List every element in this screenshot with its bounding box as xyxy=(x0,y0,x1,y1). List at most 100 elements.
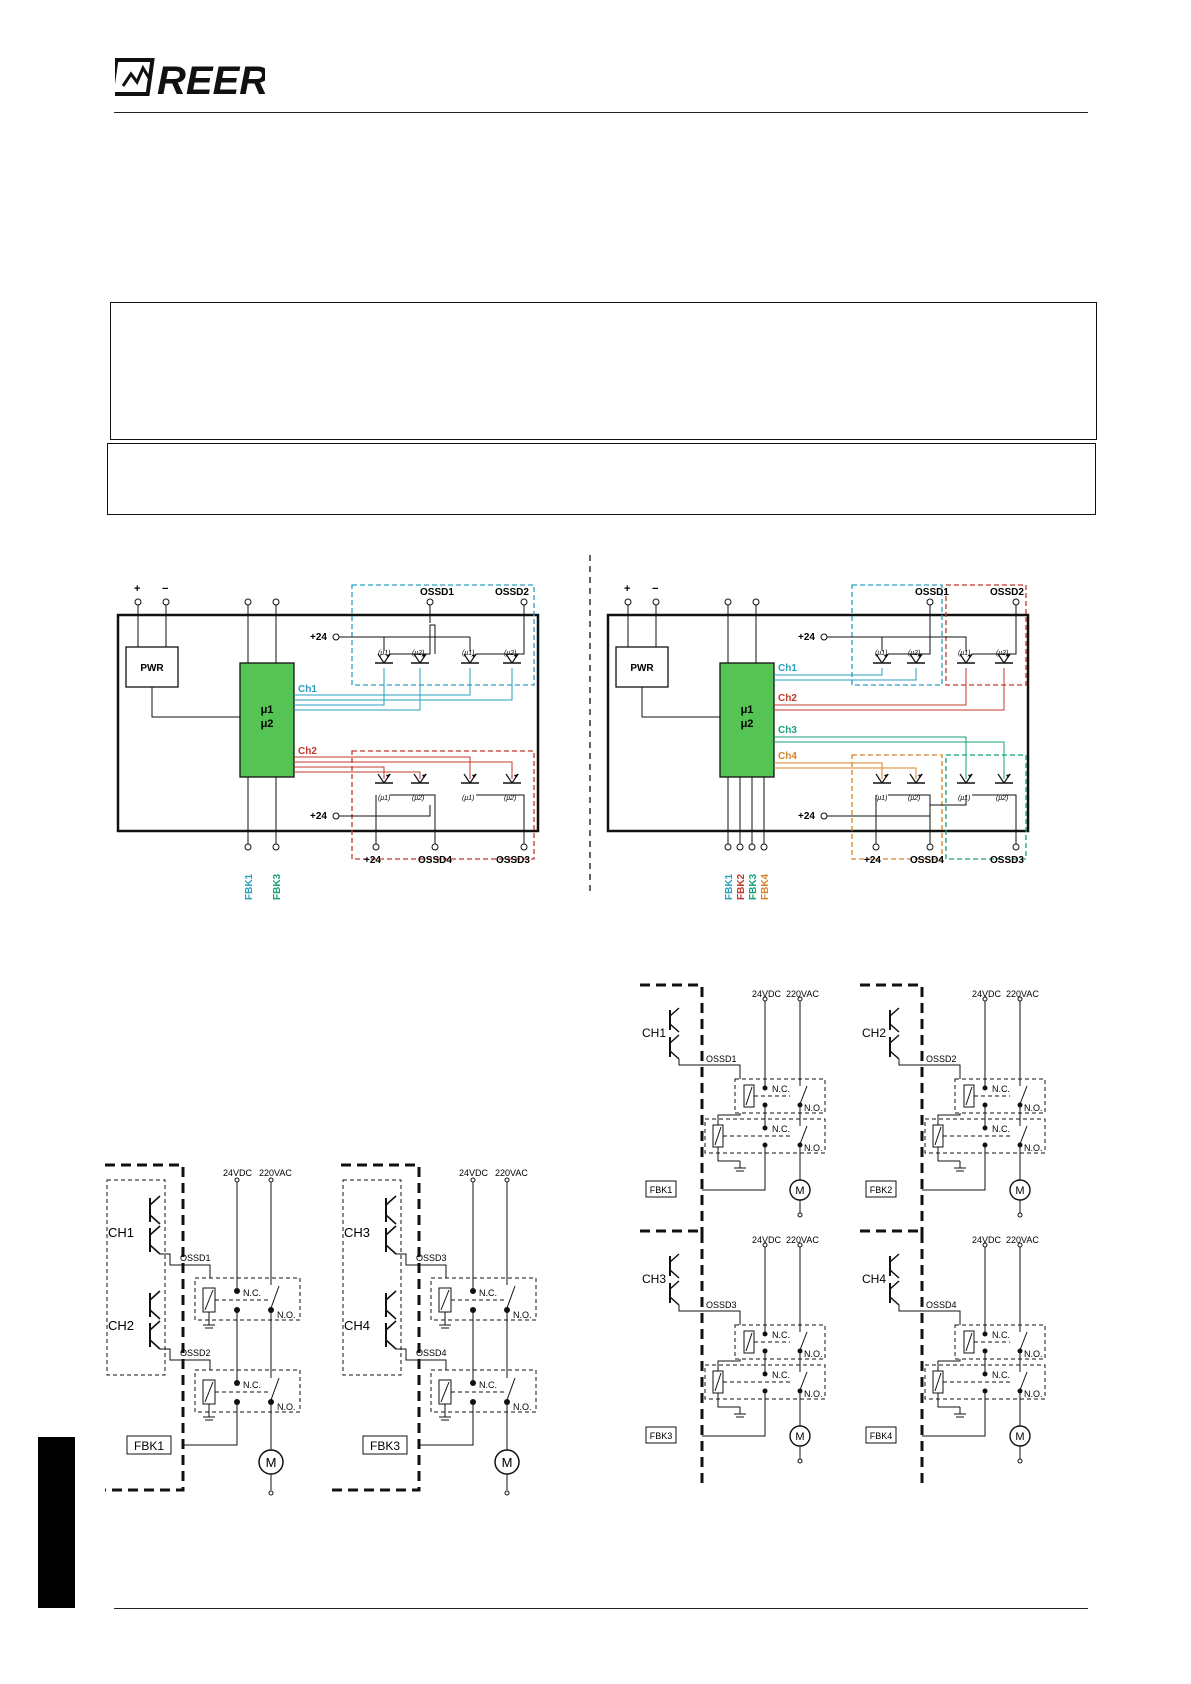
footer-rule xyxy=(114,1608,1088,1609)
no-label: N.O. xyxy=(1024,1143,1043,1153)
svg-text:OSSD4: OSSD4 xyxy=(416,1348,447,1358)
svg-text:220VAC: 220VAC xyxy=(495,1168,528,1178)
svg-text:OSSD3: OSSD3 xyxy=(416,1253,447,1263)
no-label: N.O. xyxy=(804,1389,823,1399)
nc-label: N.C. xyxy=(992,1084,1010,1094)
no-label: N.O. xyxy=(1024,1349,1043,1359)
note-box-secondary xyxy=(107,443,1096,515)
note-box xyxy=(110,302,1097,440)
svg-text:N.C.: N.C. xyxy=(243,1288,261,1298)
svg-text:(μ1): (μ1) xyxy=(462,795,474,802)
svg-text:Ch1: Ch1 xyxy=(778,663,797,674)
svg-text:(μ1): (μ1) xyxy=(462,650,474,657)
logo-text: REER xyxy=(157,59,265,100)
nc-label: N.C. xyxy=(772,1330,790,1340)
svg-text:M: M xyxy=(502,1455,513,1470)
ossd-label: OSSD2 xyxy=(926,1054,957,1064)
no-label: N.O. xyxy=(804,1349,823,1359)
vac-label: 220VAC xyxy=(786,1235,819,1245)
svg-text:CH1: CH1 xyxy=(108,1225,134,1240)
svg-text:FBK3: FBK3 xyxy=(748,873,759,900)
no-label: N.O. xyxy=(804,1143,823,1153)
fbk-box xyxy=(865,1426,897,1444)
svg-text:N.O.: N.O. xyxy=(513,1402,532,1412)
nc-label: N.C. xyxy=(772,1124,790,1134)
svg-text:+24: +24 xyxy=(310,632,327,643)
reer-logo: REER xyxy=(115,58,265,100)
fbk-label: FBK1 xyxy=(650,1185,673,1195)
vac-label: 220VAC xyxy=(1006,989,1039,999)
svg-text:(μ2): (μ2) xyxy=(996,795,1008,802)
channel-label: CH1 xyxy=(642,1026,666,1040)
svg-text:μ2: μ2 xyxy=(741,718,754,730)
fbk-box xyxy=(645,1426,677,1444)
svg-text:(μ2): (μ2) xyxy=(412,795,424,802)
svg-text:(μ1): (μ1) xyxy=(958,650,970,657)
wiring-group-ch1-ch2: CH1 CH2 OSSD1 OSSD2 24VDC 220VAC N.C. N.… xyxy=(105,1165,300,1495)
nc-label: N.C. xyxy=(772,1370,790,1380)
svg-text:OSSD4: OSSD4 xyxy=(910,855,944,866)
svg-text:CH3: CH3 xyxy=(344,1225,370,1240)
header-rule xyxy=(114,112,1088,113)
channel-label: CH2 xyxy=(862,1026,886,1040)
svg-text:FBK1: FBK1 xyxy=(134,1439,164,1453)
motor-label: M xyxy=(795,1431,804,1443)
svg-text:FBK1: FBK1 xyxy=(244,873,255,900)
svg-text:(μ1): (μ1) xyxy=(875,795,887,802)
vac-label: 220VAC xyxy=(786,989,819,999)
ossd-label: OSSD3 xyxy=(706,1300,737,1310)
fbk-label: FBK4 xyxy=(870,1431,893,1441)
svg-text:(μ1): (μ1) xyxy=(958,795,970,802)
svg-text:+24: +24 xyxy=(310,811,327,822)
vac-label: 220VAC xyxy=(1006,1235,1039,1245)
svg-text:μ2: μ2 xyxy=(261,718,274,730)
vdc-label: 24VDC xyxy=(752,989,782,999)
svg-text:CH4: CH4 xyxy=(344,1318,370,1333)
ossd-label: OSSD4 xyxy=(926,1300,957,1310)
svg-text:PWR: PWR xyxy=(630,663,654,674)
svg-text:(μ1): (μ1) xyxy=(378,795,390,802)
svg-text:OSSD2: OSSD2 xyxy=(495,587,529,598)
svg-text:FBK3: FBK3 xyxy=(370,1439,400,1453)
svg-text:Ch2: Ch2 xyxy=(298,746,317,757)
svg-text:OSSD1: OSSD1 xyxy=(915,587,949,598)
svg-text:(μ2): (μ2) xyxy=(504,795,516,802)
svg-text:N.C.: N.C. xyxy=(243,1380,261,1390)
svg-text:+24: +24 xyxy=(798,632,815,643)
svg-text:220VAC: 220VAC xyxy=(259,1168,292,1178)
svg-text:OSSD3: OSSD3 xyxy=(496,855,530,866)
svg-text:OSSD1: OSSD1 xyxy=(180,1253,211,1263)
svg-text:OSSD3: OSSD3 xyxy=(990,855,1024,866)
svg-text:+: + xyxy=(134,583,140,595)
motor-label: M xyxy=(1015,1431,1024,1443)
svg-text:Ch2: Ch2 xyxy=(778,693,797,704)
svg-text:FBK2: FBK2 xyxy=(736,873,747,900)
svg-text:−: − xyxy=(652,583,658,595)
svg-text:OSSD2: OSSD2 xyxy=(990,587,1024,598)
block-diagram-left: + − PWR μ1 μ2 FBK1 FBK3 Ch1 Ch2 +24 xyxy=(116,583,540,900)
wiring-group-ch3-ch4: CH3 CH4 OSSD3 OSSD4 24VDC 220VAC N.C. N.… xyxy=(331,1165,536,1495)
svg-text:(μ1): (μ1) xyxy=(378,650,390,657)
svg-text:μ1: μ1 xyxy=(741,704,754,716)
svg-text:−: − xyxy=(162,583,168,595)
svg-text:N.O.: N.O. xyxy=(277,1402,296,1412)
svg-text:OSSD4: OSSD4 xyxy=(418,855,452,866)
svg-text:Ch1: Ch1 xyxy=(298,684,317,695)
fbk-box xyxy=(865,1180,897,1198)
svg-text:M: M xyxy=(266,1455,277,1470)
svg-text:(μ1): (μ1) xyxy=(875,650,887,657)
svg-text:PWR: PWR xyxy=(140,663,164,674)
wiring-diagrams-left: CH1 CH2 OSSD1 OSSD2 24VDC 220VAC N.C. N.… xyxy=(105,1160,585,1520)
svg-text:OSSD1: OSSD1 xyxy=(420,587,454,598)
ossd-label: OSSD1 xyxy=(706,1054,737,1064)
channel-label: CH4 xyxy=(862,1272,886,1286)
svg-text:FBK3: FBK3 xyxy=(272,873,283,900)
side-tab xyxy=(38,1437,75,1608)
block-diagram-right: + − PWR μ1 μ2 FBK1 FBK2 FBK3 FBK4 Ch1 Ch… xyxy=(606,583,1030,900)
fbk-label: FBK3 xyxy=(650,1431,673,1441)
motor-label: M xyxy=(795,1185,804,1197)
